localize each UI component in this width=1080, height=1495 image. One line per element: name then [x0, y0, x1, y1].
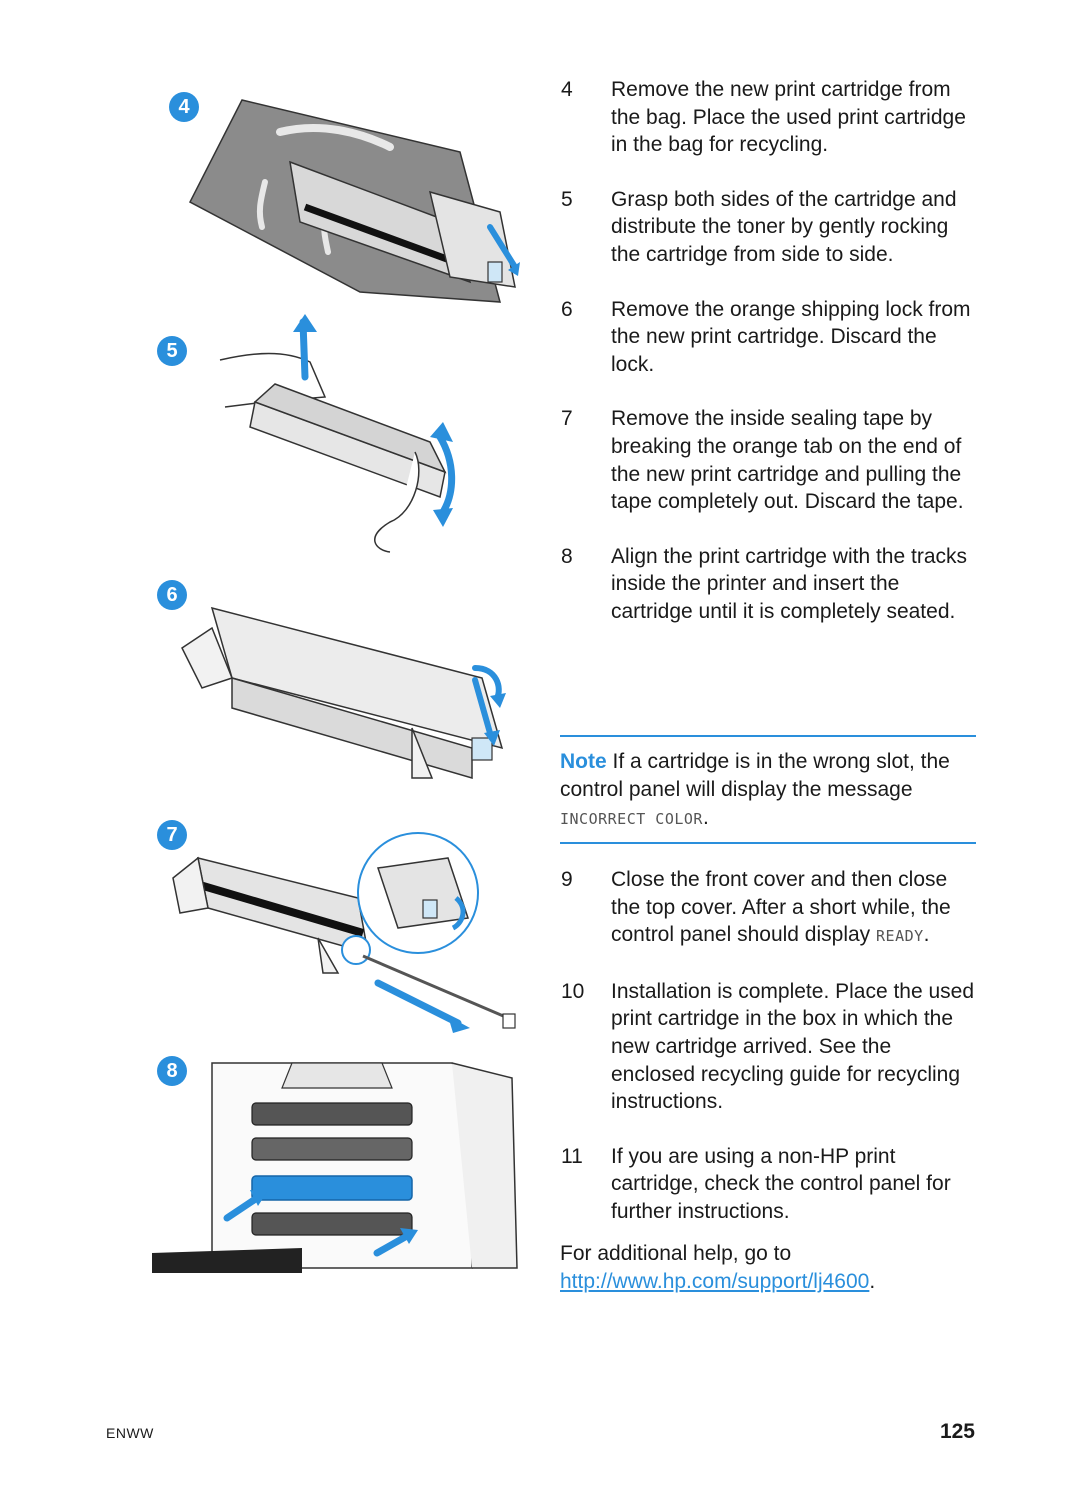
step-text: Remove the new print cartridge from the … [611, 78, 966, 157]
note-end: . [702, 806, 709, 829]
shipping-lock-illustration [181, 606, 506, 779]
step-number: 9 [561, 868, 573, 891]
note-label: Note [560, 750, 607, 773]
step-10: 10 Installation is complete. Place the u… [560, 978, 980, 1116]
step-5-badge: 5 [157, 336, 187, 366]
step-number: 7 [561, 407, 573, 431]
note-box: Note If a cartridge is in the wrong slot… [560, 735, 976, 844]
step-text: Remove the orange shipping lock from the… [611, 297, 971, 376]
step-number: 10 [561, 979, 585, 1003]
step-4: 4 Remove the new print cartridge from th… [560, 76, 980, 159]
step-text: Align the print cartridge with the track… [611, 544, 967, 623]
step-5: 5 Grasp both sides of the cartridge and … [560, 186, 980, 269]
step-text: Grasp both sides of the cartridge and di… [611, 187, 957, 266]
step-number: 6 [561, 297, 573, 321]
cartridge-in-bag-illustration [188, 99, 520, 303]
step-8-badge: 8 [157, 1056, 187, 1086]
step-end: . [923, 923, 930, 947]
step-11: 11 If you are using a non-HP print cartr… [560, 1143, 980, 1226]
ready-display: READY [876, 927, 924, 946]
step-6-badge: 6 [157, 580, 187, 610]
step-text: Close the front cover and then close the… [611, 868, 951, 947]
additional-help: For additional help, go to http://www.hp… [560, 1240, 875, 1296]
note-text: If a cartridge is in the wrong slot, the… [560, 750, 950, 801]
steps-list-continued: 9 Close the front cover and then close t… [560, 866, 980, 1253]
step-9: 9 Close the front cover and then close t… [560, 866, 980, 951]
page-number: 125 [939, 1420, 975, 1443]
step-text: Installation is complete. Place the used… [611, 979, 975, 1114]
step-text: Remove the inside sealing tape by breaki… [611, 407, 964, 514]
step-8: 8 Align the print cartridge with the tra… [560, 543, 980, 626]
steps-list: 4 Remove the new print cartridge from th… [560, 76, 980, 653]
step-7-badge: 7 [157, 820, 187, 850]
footer-label: ENWW [106, 1425, 154, 1441]
step-number: 11 [561, 1144, 583, 1168]
step-text: If you are using a non-HP print cartridg… [611, 1144, 951, 1223]
step-number: 5 [561, 187, 573, 211]
step-number: 8 [561, 544, 573, 568]
help-end: . [869, 1270, 876, 1293]
rock-cartridge-illustration [219, 314, 456, 553]
support-link[interactable]: http://www.hp.com/support/lj4600 [560, 1270, 870, 1293]
help-text: For additional help, go to [560, 1242, 792, 1265]
note-message: INCORRECT COLOR [560, 810, 703, 828]
step-4-badge: 4 [169, 92, 199, 122]
step-number: 4 [561, 78, 573, 101]
step-6: 6 Remove the orange shipping lock from t… [560, 296, 980, 379]
sealing-tape-illustration [172, 832, 516, 1033]
step-7: 7 Remove the inside sealing tape by brea… [560, 405, 980, 515]
insert-cartridge-illustration [152, 1062, 518, 1273]
